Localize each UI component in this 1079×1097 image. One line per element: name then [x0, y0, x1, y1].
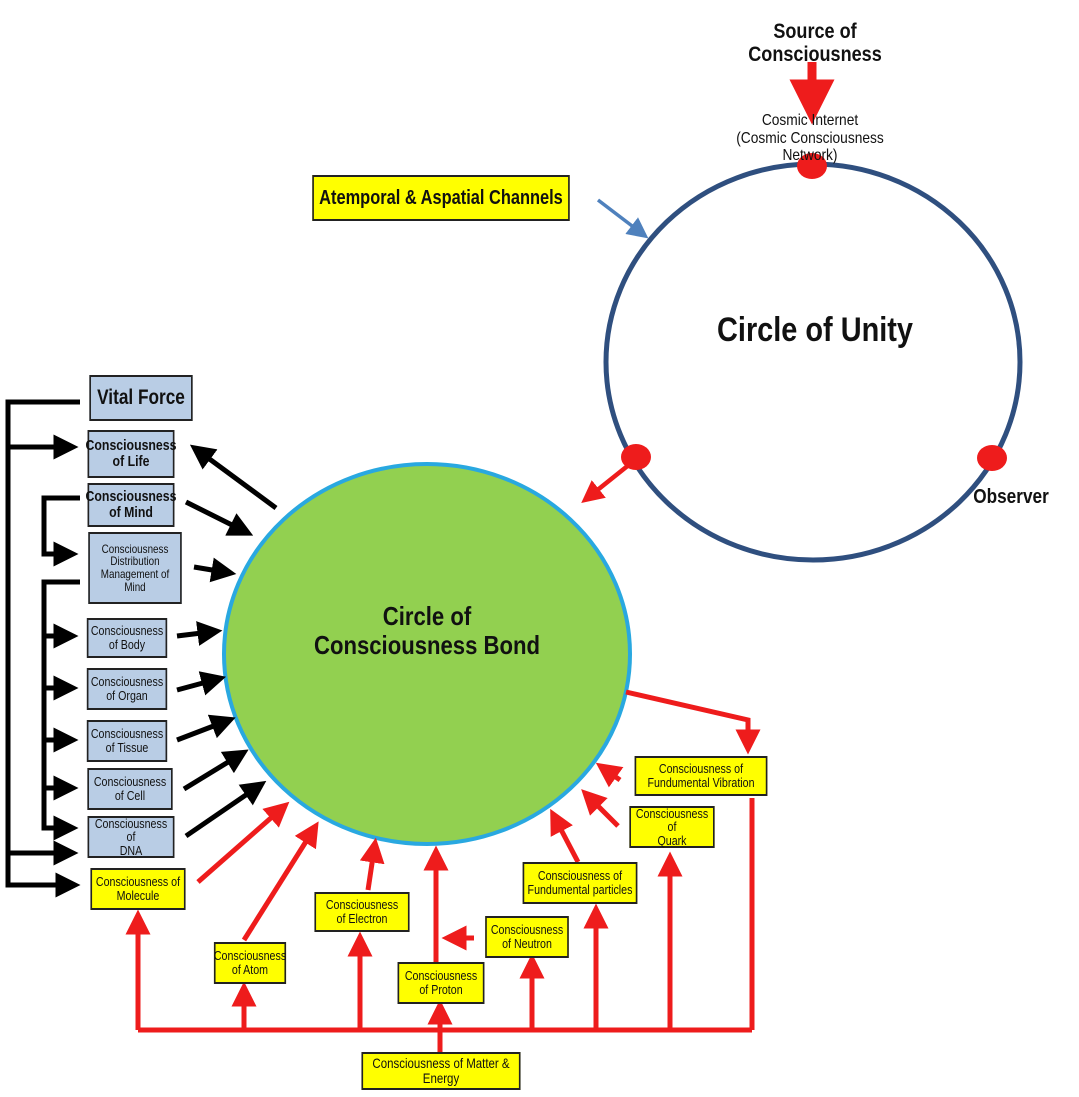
molecule-box: Consciousness of Molecule [90, 868, 186, 910]
observer-node [977, 445, 1007, 471]
observer-label: Observer [973, 486, 1049, 508]
channel-arrow [596, 198, 649, 239]
cosmic-internet-label: Cosmic Internet (Cosmic Consciousness Ne… [736, 112, 884, 165]
mind-arrow [184, 499, 254, 536]
cell-arrow [182, 749, 249, 792]
bond-to-vibration [625, 689, 761, 755]
life-arrow [189, 444, 278, 511]
molecule-arrow [196, 801, 290, 884]
neutron-box: Consciousness of Neutron [485, 916, 569, 958]
life-box: Consciousness of Life [86, 430, 176, 478]
distribution-bus [41, 579, 80, 841]
organ-arrow [176, 671, 227, 696]
vital-force-connector [5, 399, 81, 898]
unity-to-bond-arrow [581, 462, 632, 504]
mind-to-distribution-connector [41, 495, 80, 567]
particles-box: Consciousness of Fundumental particles [522, 862, 638, 904]
dna-arrow [184, 780, 267, 839]
organ-box: Consciousness of Organ [86, 668, 168, 710]
dna-box: Consciousness of DNA [87, 816, 175, 858]
cell-box: Consciousness of Cell [87, 768, 173, 810]
quark-arrow [581, 789, 620, 828]
quark-box: Consciousness of Quark [629, 806, 715, 848]
vibration-arrow [595, 762, 624, 788]
channels-box: Atemporal & Aspatial Channels [312, 175, 570, 221]
bond-circle-label: Circle of Consciousness Bond [314, 601, 540, 660]
unity-circle-ring [603, 161, 1023, 563]
atom-box: Consciousness of Atom [214, 942, 286, 984]
mind-box: Consciousness of Mind [86, 483, 176, 527]
electron-arrow [359, 837, 385, 891]
distribution-box: Consciousness Distribution Management of… [88, 532, 182, 604]
unity-circle-label: Circle of Unity [717, 311, 913, 349]
tissue-box: Consciousness of Tissue [86, 720, 168, 762]
body-box: Consciousness of Body [86, 618, 168, 658]
matter-energy-box: Consciousness of Matter & Energy [361, 1052, 521, 1090]
vibration-box: Consciousness of Fundumental Vibration [634, 756, 768, 796]
proton-box: Consciousness of Proton [397, 962, 485, 1004]
tissue-arrow [176, 714, 236, 743]
cosmic-internet-node [797, 153, 827, 179]
vital-force-box: Vital Force [89, 375, 193, 421]
electron-box: Consciousness of Electron [314, 892, 410, 932]
body-arrow [176, 621, 223, 646]
particles-arrow [550, 808, 581, 864]
bond-circle [222, 462, 632, 846]
distribution-arrow [193, 557, 237, 583]
source-label: Source of Consciousness [748, 20, 882, 67]
atom-arrow [241, 821, 319, 942]
